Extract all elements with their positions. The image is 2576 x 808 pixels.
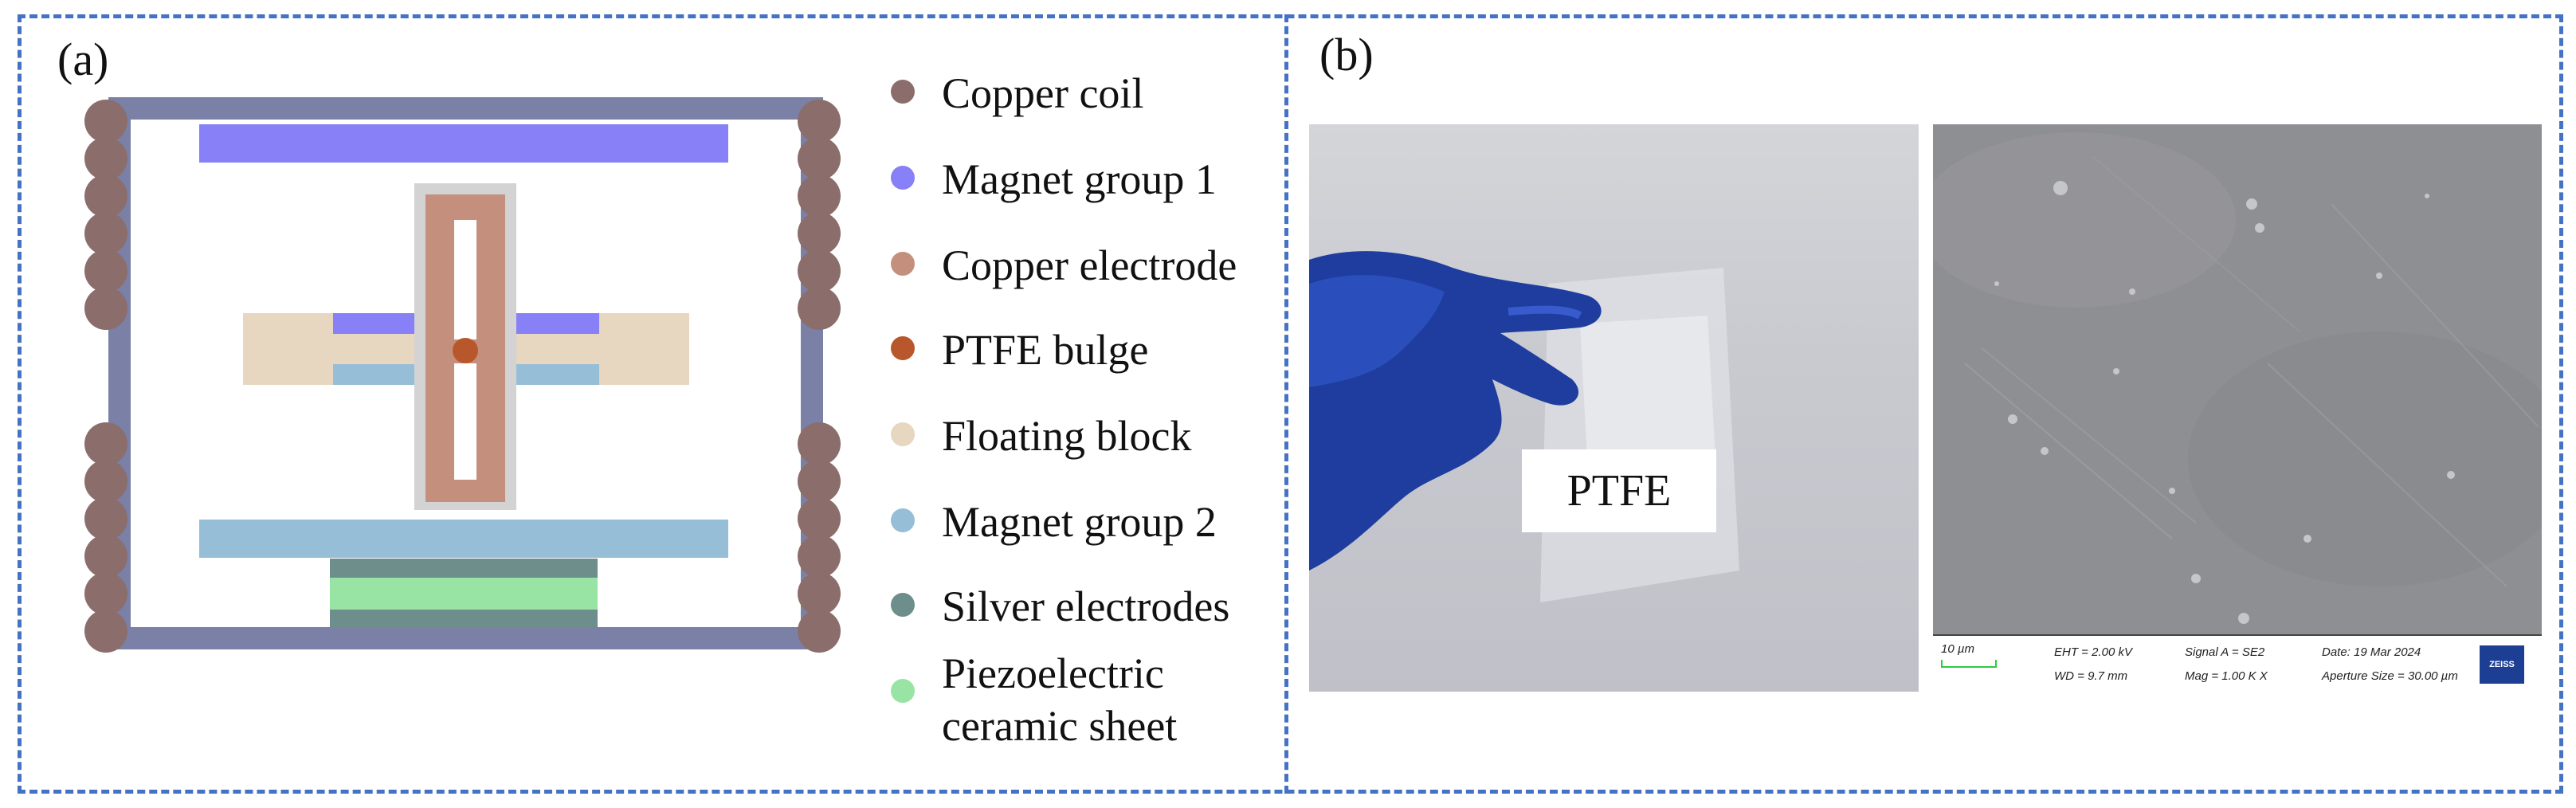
legend-label: PTFE bulge	[942, 326, 1149, 374]
gloved-hand-with-film	[1309, 251, 1739, 602]
sem-aperture: Aperture Size = 30.00 µm	[2322, 669, 2458, 683]
sem-mag: Mag = 1.00 K X	[2185, 669, 2268, 683]
block-dot-icon	[891, 422, 915, 446]
legend-item-copper-coil: Copper coil	[891, 67, 1143, 120]
sem-info-bar: 10 µm EHT = 2.00 kV WD = 9.7 mm Signal A…	[1933, 634, 2542, 692]
legend-label: Silver electrodes	[942, 582, 1230, 630]
magnet-group-1-top	[199, 124, 728, 163]
magnet-dot-icon	[891, 508, 915, 532]
electrode-dot-icon	[891, 252, 915, 276]
copper-coil-right	[798, 100, 841, 653]
panel-divider	[1284, 14, 1288, 794]
ptfe-photo	[1309, 124, 1919, 692]
sem-signal: Signal A = SE2	[2185, 645, 2265, 659]
sem-eht: EHT = 2.00 kV	[2054, 645, 2132, 659]
ceramic-dot-icon	[891, 679, 915, 703]
legend-item-ptfe-bulge: PTFE bulge	[891, 324, 1149, 376]
bulge-dot-icon	[891, 336, 915, 360]
outer-dashed-frame	[18, 14, 2563, 794]
electrode-slot-upper	[454, 220, 476, 339]
legend-item-piezo-ceramic: Piezoelectric ceramic sheet	[891, 647, 1177, 752]
magnet-dot-icon	[891, 166, 915, 190]
legend-item-silver-electrodes: Silver electrodes	[891, 580, 1229, 633]
silver-electrode-top	[330, 559, 598, 578]
magnet-group-2-bottom	[199, 520, 728, 558]
legend-label: Magnet group 2	[942, 498, 1217, 546]
electrode-slot-lower	[454, 363, 476, 480]
sem-surface-texture	[1933, 124, 2542, 634]
coil-dot-icon	[891, 80, 915, 104]
piezo-ceramic-sheet	[330, 578, 598, 610]
legend-item-copper-electrode: Copper electrode	[891, 239, 1237, 292]
legend-label: Piezoelectric ceramic sheet	[942, 649, 1178, 750]
silver-electrode-bottom	[330, 610, 598, 627]
sem-date: Date: 19 Mar 2024	[2322, 645, 2421, 659]
scale-bar-label: 10 µm	[1941, 642, 1974, 656]
legend-label: Copper electrode	[942, 241, 1237, 289]
legend-label: Copper coil	[942, 69, 1144, 117]
zeiss-logo: ZEISS	[2480, 645, 2524, 684]
ptfe-bulge	[453, 338, 478, 363]
sem-image: 10 µm EHT = 2.00 kV WD = 9.7 mm Signal A…	[1933, 124, 2542, 692]
legend-label: Magnet group 1	[942, 155, 1217, 203]
legend-item-magnet-group-1: Magnet group 1	[891, 153, 1217, 206]
legend-label: Floating block	[942, 412, 1192, 460]
scale-bar	[1941, 660, 1997, 668]
sem-wd: WD = 9.7 mm	[2054, 669, 2128, 683]
zeiss-logo-text: ZEISS	[2489, 660, 2515, 669]
legend-item-magnet-group-2: Magnet group 2	[891, 496, 1217, 548]
ptfe-photo-label: PTFE	[1522, 449, 1716, 532]
legend-item-floating-block: Floating block	[891, 410, 1191, 462]
panel-b-label: (b)	[1319, 29, 1374, 80]
copper-coil-left	[84, 100, 127, 653]
panel-a-label: (a)	[57, 33, 109, 85]
device-schematic	[84, 97, 841, 653]
silver-dot-icon	[891, 593, 915, 617]
